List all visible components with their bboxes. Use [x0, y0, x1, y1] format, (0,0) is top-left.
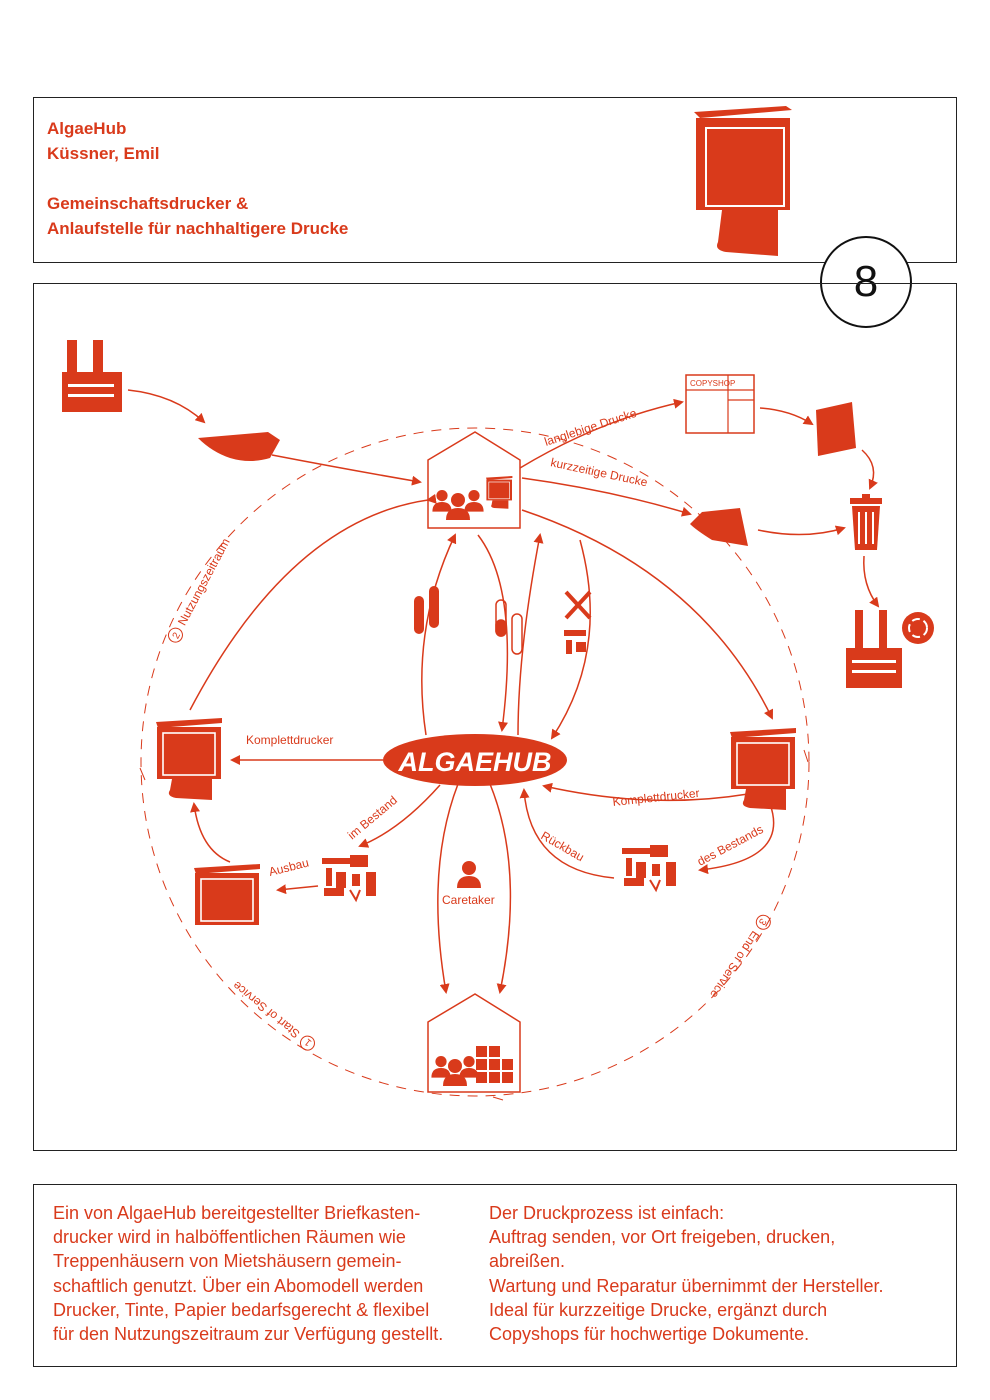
description-right: Der Druckprozess ist einfach: Auftrag se…	[489, 1203, 884, 1345]
copyshop-label: COPYSHOP	[690, 379, 735, 388]
full-ink-bottles-icon	[414, 586, 439, 634]
parts-in-stock-right-icon	[621, 844, 677, 891]
circle-arrows	[139, 749, 809, 1101]
subtitle-line-2: Anlaufstelle für nachhaltigere Drucke	[47, 219, 349, 238]
label-ausbau: Ausbau	[267, 855, 310, 878]
svg-text:Start of Service: Start of Service	[230, 978, 303, 1041]
svg-text:2: 2	[171, 630, 184, 640]
svg-text:3: 3	[756, 916, 768, 927]
author-name: Küssner, Emil	[47, 144, 160, 163]
page-number: 8	[820, 236, 912, 328]
short-print-paper-icon	[690, 508, 748, 546]
book-icon	[816, 402, 856, 456]
label-langlebige: langlebige Drucke	[543, 406, 639, 449]
arrow-printer-house	[189, 493, 437, 711]
phase-end-of-service: 3 End of Service	[707, 914, 771, 1001]
arrow-parts-rueckbau	[519, 788, 615, 879]
arrow-factory-paper	[127, 389, 206, 424]
community-house-icon	[427, 431, 521, 529]
description-left: Ein von AlgaeHub bereitgestellter Briefk…	[53, 1203, 444, 1345]
arrow-book-bin	[861, 449, 878, 490]
arrow-copyshop-book	[759, 407, 814, 426]
complete-printer-right-icon	[729, 727, 797, 811]
label-im-bestand: im Bestand	[345, 793, 400, 842]
parts-in-stock-left-icon	[321, 854, 377, 901]
arrow-hub-warehouse-left	[437, 774, 466, 994]
arrow-hub-warehouse-right	[482, 774, 512, 994]
arrow-house-printer-right	[521, 509, 773, 720]
caretaker-icon	[457, 861, 481, 888]
algaehub-label: ALGAEHUB	[398, 747, 552, 777]
arrow-paper-house	[271, 454, 422, 486]
complete-printer-left-icon	[155, 717, 223, 801]
arrow-langlebige	[519, 398, 684, 469]
arrow-house-hub-repair	[550, 539, 591, 740]
arrow-hub-house-repair	[517, 533, 544, 736]
mailbox-printer-icon	[694, 106, 792, 256]
label-komplett-left: Komplettdrucker	[246, 733, 333, 747]
svg-text:Nutzungszeitraum: Nutzungszeitraum	[175, 536, 233, 628]
factory-icon	[62, 340, 122, 412]
arrow-hub-parts-left	[358, 784, 441, 848]
header-box: AlgaeHub Küssner, Emil Gemeinschaftsdruc…	[33, 97, 957, 263]
repair-tools-icon	[564, 590, 592, 654]
subtitle-line-1: Gemeinschaftsdrucker &	[47, 194, 249, 213]
arrow-paper-bin	[757, 525, 846, 536]
empty-ink-bottles-icon	[495, 599, 523, 655]
footer-box: Ein von AlgaeHub bereitgestellter Briefk…	[33, 1184, 957, 1367]
phase-nutzungszeitraum: 2 Nutzungszeitraum	[167, 536, 233, 643]
project-title: AlgaeHub	[47, 119, 127, 138]
arrow-house-hub-ink	[477, 534, 509, 732]
label-komplett-right: Komplettdrucker	[612, 786, 700, 809]
label-caretaker: Caretaker	[442, 893, 495, 907]
arrow-kurzzeitige	[521, 477, 692, 517]
recycling-factory-icon	[846, 610, 934, 688]
arrow-broken-printer-left	[190, 802, 231, 863]
paper-roll-icon	[198, 432, 280, 461]
copyshop-icon: COPYSHOP	[685, 374, 755, 434]
warehouse-house-icon	[427, 993, 521, 1093]
arrow-printer-parts-right	[698, 803, 775, 875]
arrow-bin-factory	[863, 555, 880, 608]
trash-bin-icon	[850, 494, 882, 550]
label-rueckbau: Rückbau	[539, 828, 587, 864]
arrow-hub-house-ink	[421, 533, 457, 736]
svg-text:1: 1	[302, 1036, 314, 1048]
arrow-printer-right-hub	[542, 782, 749, 802]
diagram-frame	[33, 283, 957, 1151]
lifecycle-circle	[140, 427, 810, 1097]
phase-start-of-service: 1 Start of Service	[230, 978, 315, 1051]
label-des-bestands: des Bestands	[695, 822, 766, 869]
arrow-parts-ausbau	[276, 884, 319, 895]
broken-printer-icon	[194, 864, 260, 925]
algaehub-node	[383, 734, 567, 786]
svg-text:End of Service: End of Service	[707, 928, 762, 1001]
